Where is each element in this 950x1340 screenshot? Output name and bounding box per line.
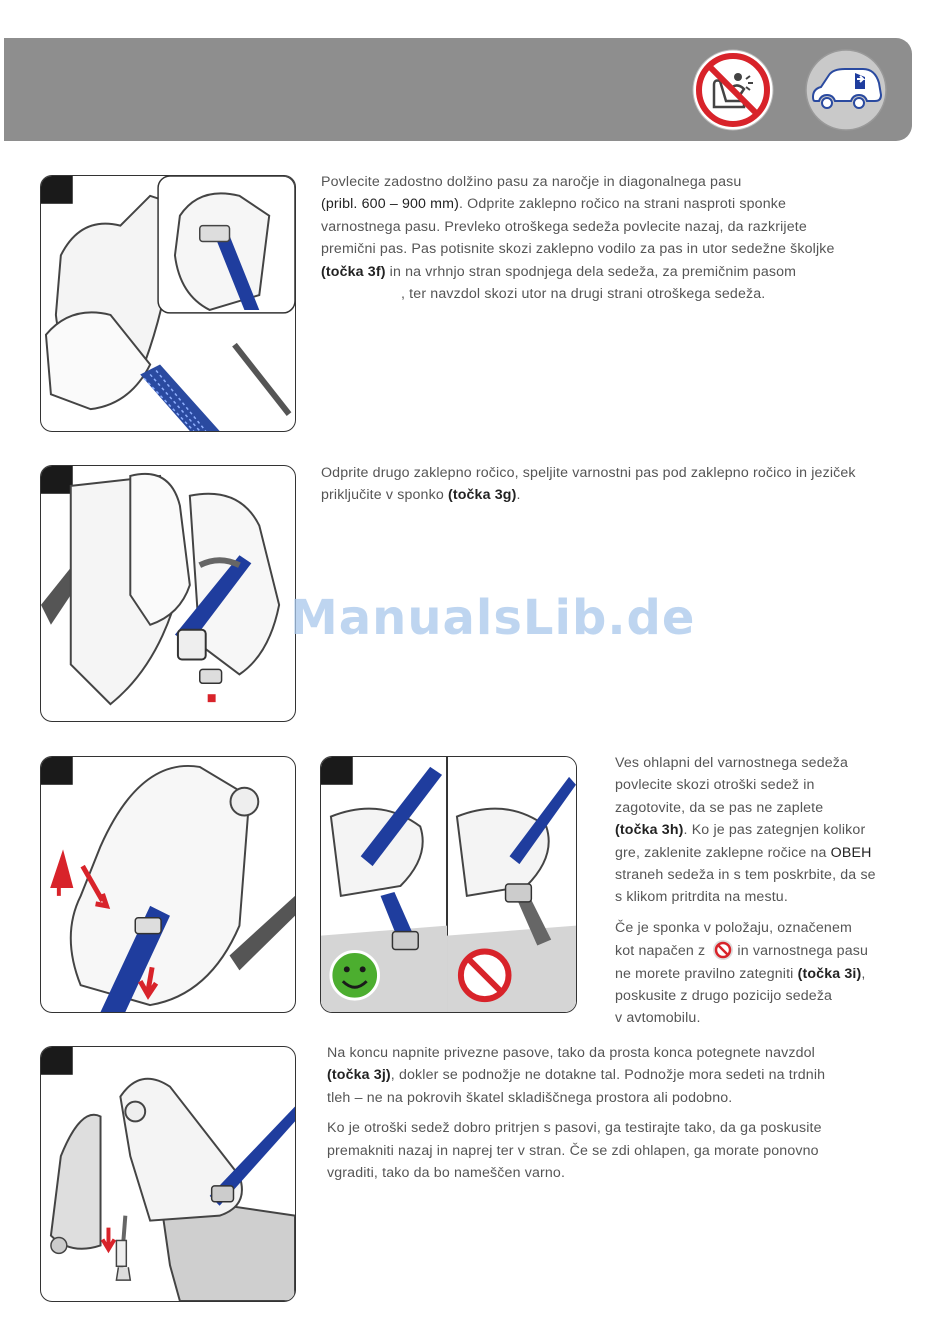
step-3f-line-5: in na vrhnjo stran spodnjega dela sedeža… bbox=[385, 263, 797, 280]
no-airbag-warning-icon bbox=[692, 49, 774, 131]
step-3j-line-2: , dokler se podnožje ne dotakne tal. Pod… bbox=[390, 1067, 826, 1084]
step-3i-line-2b: in varnostnega pasu bbox=[737, 943, 869, 960]
step-3h-line-5: gre, zaklenite zaklepne ročice na bbox=[615, 844, 831, 861]
step-3i-line-2a: kot napačen z bbox=[615, 943, 706, 960]
step-3i-reference: (točka 3i) bbox=[797, 965, 862, 982]
comma: , bbox=[861, 965, 866, 982]
step-3f-line-6: , ter navzdol skozi utor na drugi strani… bbox=[401, 286, 766, 303]
step-3h-illustration bbox=[40, 756, 296, 1013]
step-3f-line-1: Povlecite zadostno dolžino pasu za naroč… bbox=[321, 174, 742, 190]
prohibited-icon bbox=[713, 940, 734, 961]
step-3h-line-2: povlecite skozi otroški sedež in bbox=[615, 777, 815, 794]
step-3i-illustration bbox=[320, 756, 577, 1013]
step-3j-line-1: Na koncu napnite privezne pasove, tako d… bbox=[327, 1045, 815, 1061]
vehicle-seat-icon bbox=[805, 49, 887, 131]
final-check-line-3: vgraditi, tako da bo nameščen varno. bbox=[327, 1165, 566, 1182]
step-3f-line-4: premični pas. Pas potisnite skozi zaklep… bbox=[321, 241, 835, 258]
step-3g-line-2: priključite v sponko bbox=[321, 487, 448, 504]
step-3f-illustration bbox=[40, 175, 296, 432]
step-3h-3i-text: Ves ohlapni del varnostnega sedeža povle… bbox=[615, 752, 915, 1038]
step-3f-line-3: varnostnega pasu. Prevleko otroškega sed… bbox=[321, 218, 807, 235]
step-3h-line-6: straneh sedeža in s tem poskrbite, da se bbox=[615, 867, 876, 884]
step-3j-line-3: tleh – ne na pokrovih škatel skladiščneg… bbox=[327, 1089, 733, 1106]
step-3i-line-3: ne morete pravilno zategniti bbox=[615, 965, 798, 982]
watermark: ManualsLib.de bbox=[290, 590, 696, 646]
step-3j-reference: (točka 3j) bbox=[327, 1067, 391, 1084]
step-3g-line-1: Odprite drugo zaklepno ročico, speljite … bbox=[321, 465, 856, 481]
step-3j-text: Na koncu napnite privezne pasove, tako d… bbox=[327, 1042, 927, 1192]
step-3i-line-5: v avtomobilu. bbox=[615, 1010, 701, 1027]
step-3h-line-3: zagotovite, da se pas ne zaplete bbox=[615, 799, 824, 816]
header-bar bbox=[4, 38, 912, 141]
step-3h-line-1: Ves ohlapni del varnostnega sedeža bbox=[615, 755, 849, 771]
step-3g-reference: (točka 3g) bbox=[447, 487, 517, 504]
final-check-line-1: Ko je otroški sedež dobro pritrjen s pas… bbox=[327, 1120, 822, 1137]
step-3f-text: Povlecite zadostno dolžino pasu za naroč… bbox=[321, 171, 921, 305]
step-3h-reference: (točka 3h) bbox=[615, 822, 684, 839]
belt-length-range: (pribl. 600 – 900 mm) bbox=[321, 196, 459, 213]
step-3j-illustration bbox=[40, 1046, 296, 1302]
final-check-line-2: premakniti nazaj in naprej ter v stran. … bbox=[327, 1142, 819, 1159]
step-3g-text: Odprite drugo zaklepno ročico, speljite … bbox=[321, 462, 921, 507]
step-3f-line-2: . Odprite zaklepno ročico na strani nasp… bbox=[459, 196, 787, 213]
step-3f-reference: (točka 3f) bbox=[321, 263, 386, 280]
step-3h-line-7: s klikom pritrdita na mestu. bbox=[615, 889, 788, 906]
both-sides-emphasis: OBEH bbox=[830, 844, 872, 861]
step-3i-line-4: poskusite z drugo pozicijo sedeža bbox=[615, 988, 833, 1005]
step-3i-line-1: Če je sponka v položaju, označenem bbox=[615, 919, 852, 936]
period: . bbox=[516, 487, 521, 504]
step-3h-line-4: . Ko je pas zategnjen kolikor bbox=[683, 822, 866, 839]
step-3g-illustration bbox=[40, 465, 296, 722]
